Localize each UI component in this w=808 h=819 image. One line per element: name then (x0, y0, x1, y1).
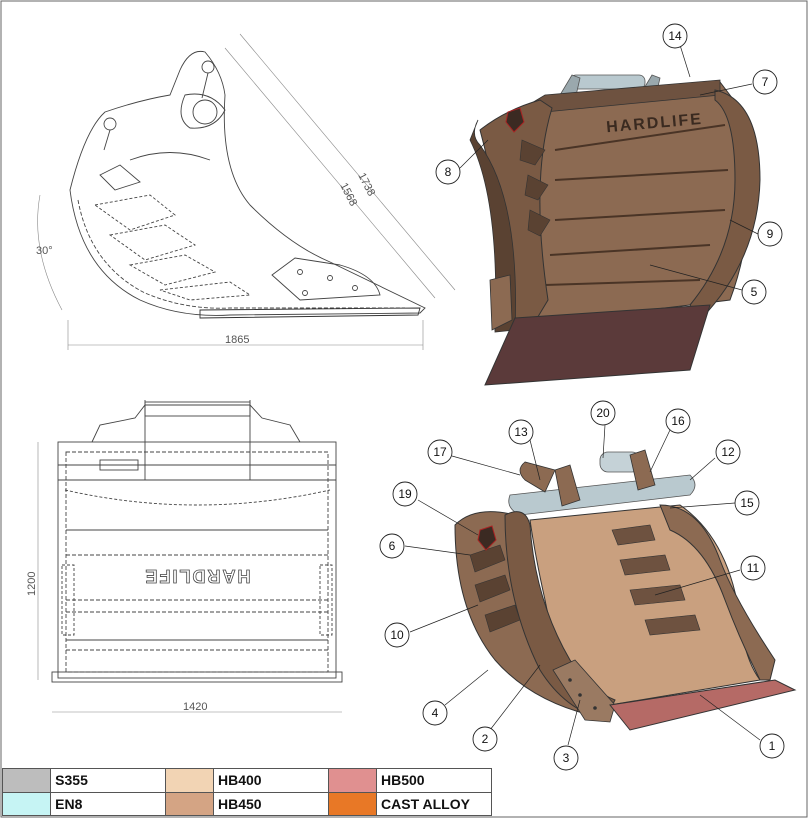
callout-7: 7 (762, 75, 769, 89)
callout-circle-5 (741, 279, 767, 305)
front-view-brand-text: HARDLIFE (144, 566, 251, 586)
side-view-drawing (37, 33, 456, 350)
callout-5: 5 (751, 285, 758, 299)
callout-circle-7 (752, 69, 778, 95)
callout-circle-19 (392, 481, 418, 507)
legend-swatch-en8 (1, 791, 52, 816)
legend-swatch-hb500 (327, 768, 378, 793)
callout-circle-6 (379, 533, 405, 559)
legend-row: EN8 HB450 CAST ALLOY (1, 791, 492, 816)
callout-20: 20 (596, 406, 610, 420)
callout-1: 1 (769, 739, 776, 753)
callout-10: 10 (390, 628, 404, 642)
callout-circle-20 (590, 400, 616, 426)
callout-6: 6 (389, 539, 396, 553)
callout-circle-3 (553, 745, 579, 771)
legend-swatch-hb450 (164, 791, 215, 816)
dim-angle-30: 30° (36, 245, 53, 257)
callout-2: 2 (482, 732, 489, 746)
callout-12: 12 (721, 445, 735, 459)
callout-circle-8 (435, 159, 461, 185)
callout-circle-10 (384, 622, 410, 648)
legend-swatch-hb400 (164, 768, 215, 793)
callout-15: 15 (740, 496, 754, 510)
legend-row: S355 HB400 HB500 (1, 768, 492, 793)
legend-label-en8: EN8 (50, 791, 166, 816)
bucket-3d-rear-render (454, 449, 797, 731)
callout-3: 3 (563, 751, 570, 765)
material-legend: S355 HB400 HB500 EN8 HB450 CAST ALLOY (1, 768, 492, 816)
callout-circle-13 (508, 419, 534, 445)
callout-11: 11 (747, 561, 760, 575)
legend-label-hb400: HB400 (213, 768, 329, 793)
callout-circle-4 (422, 700, 448, 726)
callout-8: 8 (445, 165, 452, 179)
legend-label-hb500: HB500 (376, 768, 492, 793)
callout-17: 17 (433, 445, 447, 459)
front-view-drawing (37, 400, 343, 713)
callout-numbers: 14 7 8 9 5 13 20 16 12 17 19 15 11 6 10 … (389, 29, 776, 765)
callout-circle-16 (665, 408, 691, 434)
callout-9: 9 (767, 227, 774, 241)
callout-16: 16 (671, 414, 685, 428)
callout-circle-9 (757, 221, 783, 247)
legend-label-s355: S355 (50, 768, 166, 793)
callout-circle-2 (472, 726, 498, 752)
callout-19: 19 (398, 487, 412, 501)
legend-label-cast-alloy: CAST ALLOY (376, 791, 492, 816)
callout-circle-17 (427, 439, 453, 465)
legend-label-hb450: HB450 (213, 791, 329, 816)
callout-circle-11 (740, 555, 766, 581)
callout-badges (379, 23, 785, 771)
callout-14: 14 (668, 29, 682, 43)
callout-circle-1 (759, 733, 785, 759)
bucket-3d-front-render (469, 74, 761, 386)
callout-4: 4 (432, 706, 439, 720)
legend-swatch-s355 (1, 768, 52, 793)
legend-swatch-cast-alloy (327, 791, 378, 816)
callout-circle-14 (662, 23, 688, 49)
callout-13: 13 (514, 425, 528, 439)
callout-circle-15 (734, 490, 760, 516)
callout-leaders (404, 44, 761, 746)
dim-1200: 1200 (26, 572, 38, 596)
dim-1865: 1865 (225, 334, 249, 346)
callout-circle-12 (715, 439, 741, 465)
dim-1420: 1420 (183, 701, 207, 713)
